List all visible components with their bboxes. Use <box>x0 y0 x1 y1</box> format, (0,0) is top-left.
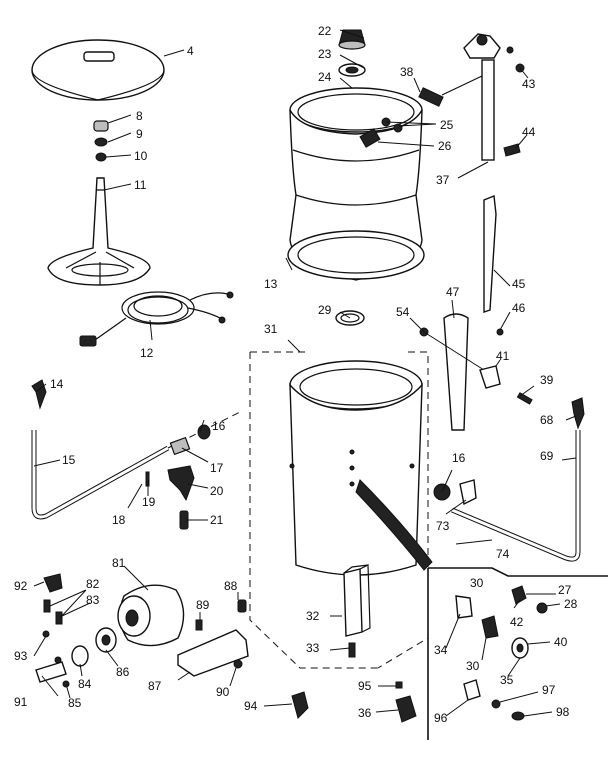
leader-lines <box>33 29 577 717</box>
label-8: 8 <box>136 109 143 123</box>
label-23: 23 <box>318 47 332 61</box>
drain-parts <box>419 195 585 562</box>
label-97: 97 <box>542 683 556 697</box>
label-36: 36 <box>358 706 372 720</box>
label-12: 12 <box>140 346 154 360</box>
label-46: 46 <box>512 301 526 315</box>
label-31: 31 <box>264 322 278 336</box>
label-40: 40 <box>554 635 568 649</box>
drive-block <box>343 564 371 658</box>
label-82: 82 <box>86 577 100 591</box>
label-30-top: 30 <box>470 576 484 590</box>
label-17: 17 <box>210 461 224 475</box>
label-14: 14 <box>50 377 64 391</box>
label-10: 10 <box>134 149 148 163</box>
fill-hose <box>31 379 241 530</box>
label-88: 88 <box>224 579 238 593</box>
label-20: 20 <box>210 484 224 498</box>
label-87: 87 <box>148 679 162 693</box>
pump-parts <box>291 567 608 740</box>
label-9: 9 <box>136 127 143 141</box>
tub-nut <box>338 29 366 77</box>
label-25: 25 <box>440 118 454 132</box>
label-54: 54 <box>396 305 410 319</box>
label-92: 92 <box>14 579 28 593</box>
lid <box>31 39 165 101</box>
part-labels: 4 8 9 10 11 12 13 14 15 16 16 17 18 19 2… <box>14 24 578 725</box>
label-33: 33 <box>306 641 320 655</box>
label-18: 18 <box>112 513 126 527</box>
label-43: 43 <box>522 77 536 91</box>
spin-basket <box>287 87 425 281</box>
label-68: 68 <box>540 413 554 427</box>
label-19: 19 <box>142 495 156 509</box>
label-96: 96 <box>434 711 448 725</box>
label-89: 89 <box>196 598 210 612</box>
brake-assembly <box>418 33 525 161</box>
power-cord <box>79 291 234 347</box>
label-4: 4 <box>187 44 194 58</box>
label-69: 69 <box>540 449 554 463</box>
agitator <box>47 177 151 286</box>
cap-stack <box>93 120 109 162</box>
label-16-tub: 16 <box>452 451 466 465</box>
label-24: 24 <box>318 70 332 84</box>
motor-assembly <box>35 573 249 688</box>
label-15: 15 <box>62 453 76 467</box>
label-11: 11 <box>134 178 147 192</box>
label-86: 86 <box>116 665 130 679</box>
label-94: 94 <box>244 699 258 713</box>
label-26: 26 <box>438 139 452 153</box>
label-73: 73 <box>436 519 450 533</box>
label-41: 41 <box>496 349 510 363</box>
label-93: 93 <box>14 649 28 663</box>
outer-tub <box>249 351 433 669</box>
label-16-hose: 16 <box>212 419 226 433</box>
label-44: 44 <box>522 125 536 139</box>
label-35: 35 <box>500 673 514 687</box>
label-39: 39 <box>540 373 554 387</box>
label-74: 74 <box>496 547 510 561</box>
label-90: 90 <box>216 685 230 699</box>
label-13: 13 <box>264 277 278 291</box>
label-85: 85 <box>68 696 82 710</box>
label-95: 95 <box>358 679 372 693</box>
label-28: 28 <box>564 597 578 611</box>
label-91: 91 <box>14 695 28 709</box>
label-81: 81 <box>112 556 126 570</box>
label-32: 32 <box>306 609 320 623</box>
label-29: 29 <box>318 303 332 317</box>
label-84: 84 <box>78 677 92 691</box>
label-21: 21 <box>210 513 224 527</box>
label-45: 45 <box>512 277 526 291</box>
label-30-bottom: 30 <box>466 659 480 673</box>
label-34: 34 <box>434 643 448 657</box>
label-38: 38 <box>400 65 414 79</box>
label-27: 27 <box>558 583 572 597</box>
label-47: 47 <box>446 285 460 299</box>
label-37: 37 <box>436 173 450 187</box>
label-83: 83 <box>86 593 100 607</box>
label-98: 98 <box>556 705 570 719</box>
label-42: 42 <box>510 615 524 629</box>
label-22: 22 <box>318 24 332 38</box>
